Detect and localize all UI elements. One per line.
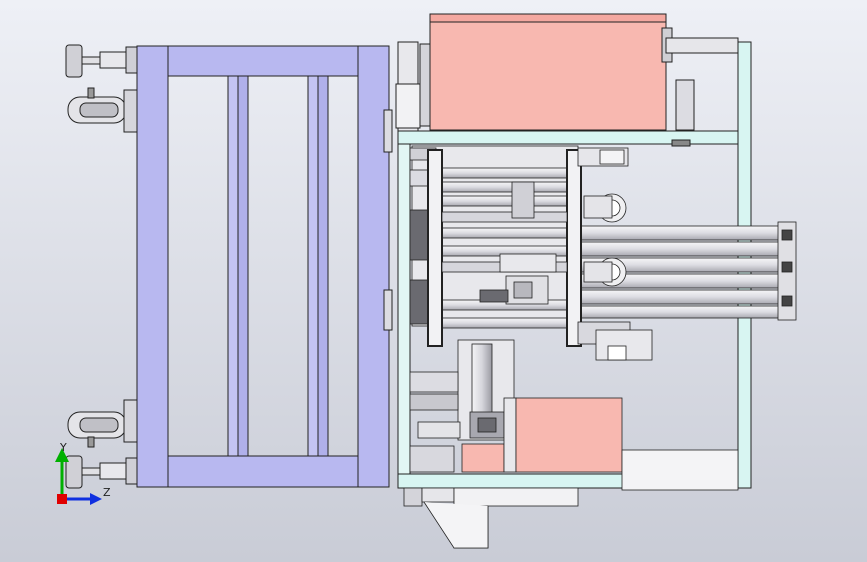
leveling-foot-top: [65, 44, 138, 78]
left-frame-inner-bar-3: [307, 75, 319, 457]
left-frame-inner-bar-1: [227, 75, 239, 457]
motor-housing-top: [395, 13, 739, 147]
right-frame-left-post: [397, 143, 411, 475]
left-frame-top-beam: [136, 45, 390, 77]
left-frame-inner-bar-4: [317, 75, 329, 457]
motor-housing-bottom: [461, 443, 505, 473]
triad-z-label: Z: [103, 486, 111, 499]
mechanism: [409, 145, 797, 361]
coordinate-triad: [55, 448, 102, 505]
lower-mechanism: [403, 339, 739, 549]
triad-x-axis-origin: [57, 494, 67, 504]
left-frame: [136, 45, 393, 488]
left-frame-inner-bar-2: [237, 75, 249, 457]
caster-wheel-top: [67, 87, 138, 133]
triad-y-label: Y: [60, 441, 67, 454]
leveling-foot-bottom: [65, 455, 138, 489]
caster-wheel-bottom: [67, 399, 138, 448]
left-frame-bottom-beam: [136, 455, 390, 488]
left-frame-left-post: [136, 45, 169, 488]
right-frame-top-beam: [397, 130, 752, 145]
